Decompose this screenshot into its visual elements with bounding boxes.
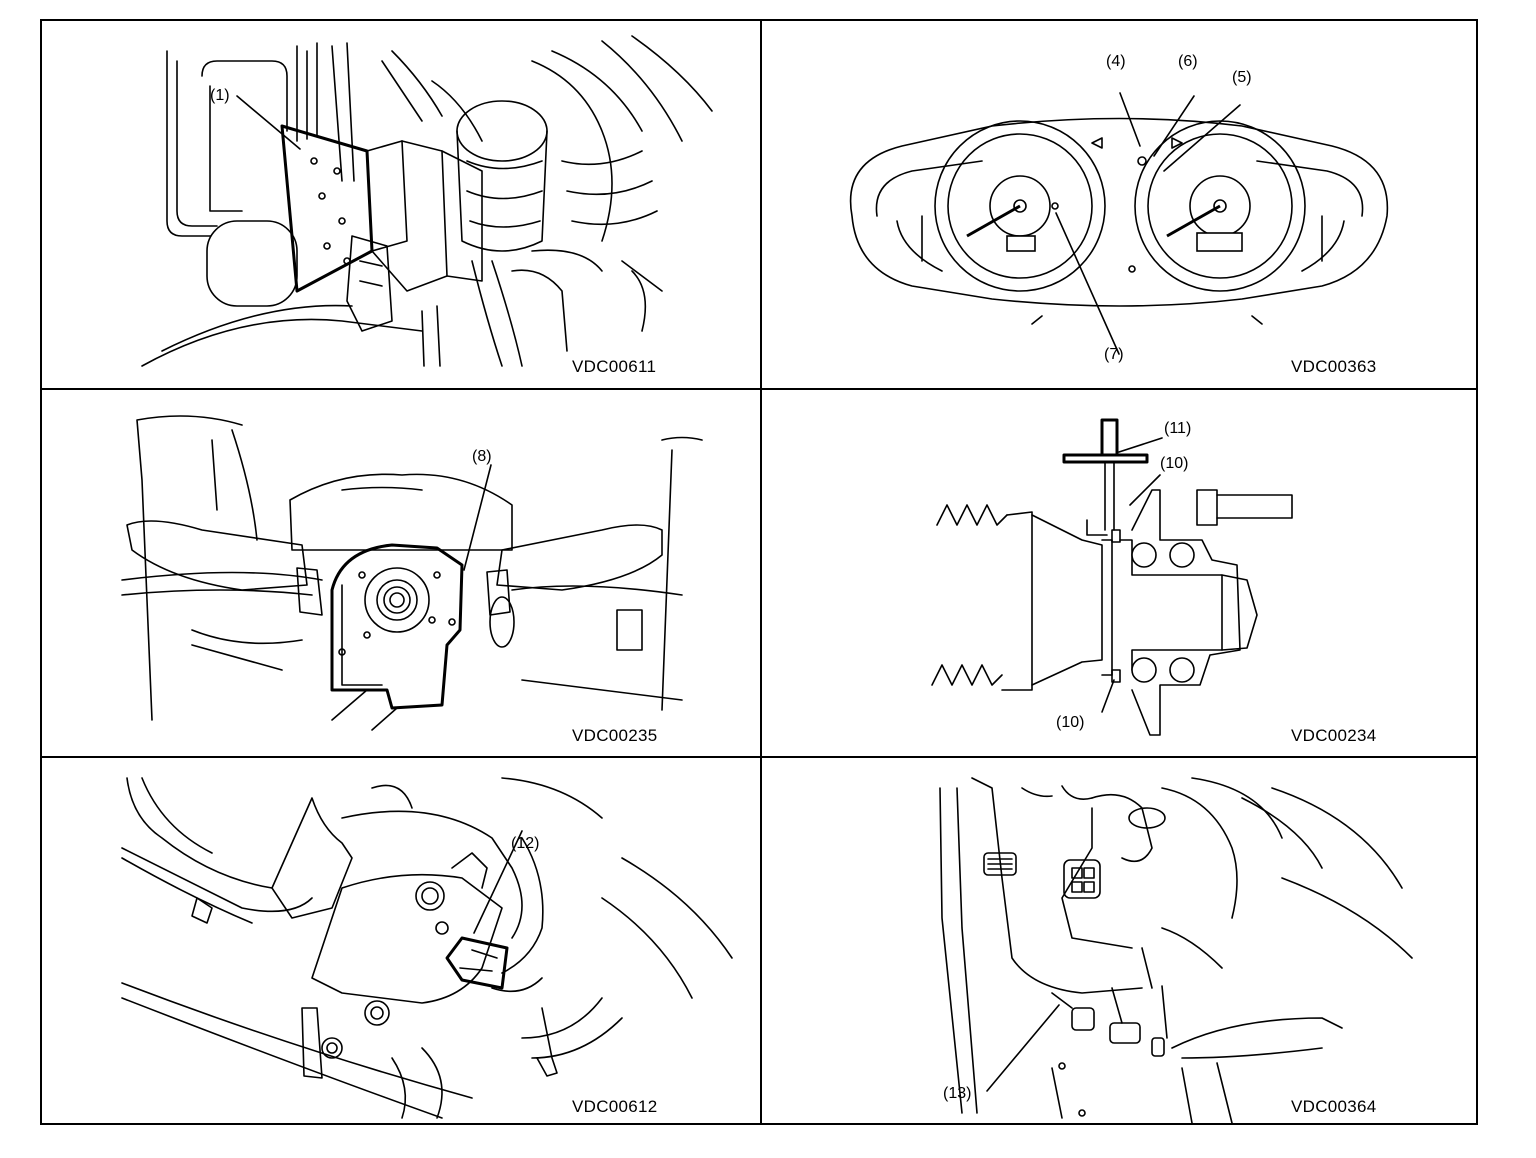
callout-13: (13) — [943, 1085, 972, 1102]
callout-5: (5) — [1232, 69, 1252, 86]
callout-7: (7) — [1104, 346, 1124, 363]
callout-11: (11) — [1164, 420, 1192, 437]
callout-4: (4) — [1106, 53, 1126, 70]
panel-hydraulic-unit: (1) VDC00611 — [42, 21, 760, 388]
panel-vdc-module-connector: (12) VDC00612 — [42, 758, 760, 1127]
wheel-speed-sensor-drawing — [931, 418, 1293, 736]
vdc-module-connector-drawing — [121, 777, 733, 1119]
figure-code: VDC00611 — [572, 357, 657, 376]
hydraulic-unit-drawing — [141, 35, 713, 367]
callout-8: (8) — [472, 448, 492, 465]
figure-code: VDC00234 — [1291, 726, 1377, 745]
under-dash-drawing — [939, 777, 1413, 1124]
callout-10-upper: (10) — [1160, 455, 1189, 472]
figure-code: VDC00612 — [572, 1097, 658, 1116]
figure-code: VDC00364 — [1291, 1097, 1377, 1116]
callout-10-lower: (10) — [1056, 714, 1085, 731]
figure-code: VDC00363 — [1291, 357, 1377, 376]
figure-code: VDC00235 — [572, 726, 658, 745]
panel-steering-angle-sensor: (8) VDC00235 — [42, 390, 760, 756]
row-divider-2 — [42, 756, 1476, 758]
callout-12: (12) — [511, 835, 540, 852]
steering-angle-sensor-drawing — [121, 415, 703, 731]
panel-under-dash: (13) VDC00364 — [762, 758, 1480, 1127]
panel-wheel-speed-sensor: (11) (10) (10) VDC00234 — [762, 390, 1480, 756]
row-divider-1 — [42, 388, 1476, 390]
panel-combination-meter: (4) (6) (5) (7) VDC00363 — [762, 21, 1480, 388]
callout-6: (6) — [1178, 53, 1198, 70]
diagram-grid: (1) VDC00611 — [40, 19, 1478, 1125]
callout-1: (1) — [210, 87, 230, 104]
combination-meter-drawing — [849, 92, 1389, 355]
column-divider — [760, 21, 762, 1123]
